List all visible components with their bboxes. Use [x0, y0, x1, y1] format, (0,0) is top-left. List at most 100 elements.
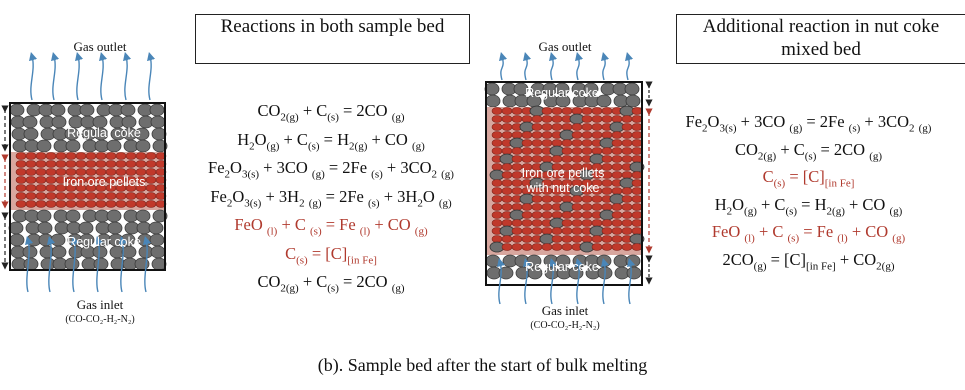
pellet-particle [601, 115, 613, 123]
pellet-particle [561, 123, 573, 131]
pellet-particle [115, 192, 127, 200]
pellet-particle [621, 203, 633, 211]
pellet-particle [581, 203, 593, 211]
pellet-particle [511, 107, 523, 115]
pellet-particle [35, 192, 47, 200]
pellet-particle [531, 147, 543, 155]
left-layer-mid-label: Iron ore pellets [62, 175, 146, 189]
pellet-particle [621, 155, 633, 163]
pellet-particle [581, 123, 593, 131]
pellet-particle [531, 243, 543, 251]
coke-particle [149, 103, 165, 117]
pellet-particle [15, 168, 27, 176]
figure-caption: (b). Sample bed after the start of bulk … [317, 355, 648, 375]
pellet-particle [621, 211, 633, 219]
pellet-particle [551, 235, 563, 243]
pellet-particle [115, 160, 127, 168]
pellet-particle [591, 195, 603, 203]
pellet-particle [591, 219, 603, 227]
pellet-particle [541, 211, 553, 219]
pellet-particle [581, 107, 593, 115]
right-layer-mid-label: Iron ore pellets with nut coke [521, 166, 605, 195]
pellet-particle [631, 171, 643, 179]
pellet-particle [511, 219, 523, 227]
pellet-particle [551, 123, 563, 131]
coke-particle [36, 139, 52, 153]
coke-particle [64, 257, 80, 271]
right-layer-bottom-label: Regular coke [525, 260, 599, 274]
pellet-particle [621, 227, 633, 235]
pellet-particle [521, 115, 533, 123]
pellet-particle [501, 107, 513, 115]
left-gas-inlet-composition: (CO-CO₂-H₂-N₂) [65, 314, 135, 325]
pellet-particle [571, 155, 583, 163]
pellet-particle [491, 115, 503, 123]
right-inlet-gas-arrow [575, 257, 584, 305]
pellet-particle [591, 203, 603, 211]
pellet-particle [491, 147, 503, 155]
pellet-particle [541, 123, 553, 131]
pellet-particle [541, 203, 553, 211]
right-outlet-gas-arrow [601, 51, 610, 81]
pellet-particle [621, 123, 633, 131]
right-outlet-gas-arrow [575, 51, 584, 81]
pellet-particle [571, 211, 583, 219]
pellet-particle [611, 227, 623, 235]
right-equation: Fe2O3(s) + 3CO (g) = 2Fe (s) + 3CO2 (g) [685, 112, 932, 135]
pellet-particle [501, 219, 513, 227]
left-layer-bottom-label: Regular coke [67, 235, 141, 249]
pellet-particle [611, 211, 623, 219]
pellet-particle [611, 139, 623, 147]
pellet-particle [145, 192, 157, 200]
pellet-particle [631, 187, 643, 195]
right-outlet-gas-arrow [499, 51, 508, 81]
pellet-particle [511, 243, 523, 251]
pellet-particle [631, 179, 643, 187]
pellet-particle [621, 139, 633, 147]
coke-particle [78, 221, 94, 235]
left-equation: CO2(g) + C(s) = 2CO (g) [257, 272, 405, 295]
pellet-particle [571, 235, 583, 243]
pellet-particle [145, 200, 157, 208]
coke-particle [37, 221, 53, 235]
right-bed-frame [485, 81, 643, 286]
right-layer-top-label: Regular coke [525, 86, 599, 100]
pellet-particle [491, 139, 503, 147]
pellet-particle [621, 243, 633, 251]
left-outlet-gas-arrow [75, 51, 84, 101]
pellet-particle [631, 115, 643, 123]
pellet-particle [631, 147, 643, 155]
coke-particle [151, 257, 167, 271]
pellet-particle [125, 160, 137, 168]
right-gas-inlet-label: Gas inlet [541, 303, 589, 318]
pellet-particle [25, 168, 37, 176]
right-equation: CO2(g) + C(s) = 2CO (g) [734, 139, 883, 162]
pellet-particle [65, 200, 77, 208]
pellet-particle [65, 160, 77, 168]
pellet-particle [55, 200, 67, 208]
pellet-particle [125, 152, 137, 160]
pellet-particle [601, 203, 613, 211]
pellet-particle [541, 243, 553, 251]
pellet-particle [571, 147, 583, 155]
pellet-particle [581, 219, 593, 227]
pellet-particle [511, 235, 523, 243]
pellet-particle [581, 139, 593, 147]
right-gas-outlet-label: Gas outlet [538, 39, 592, 54]
pellet-particle [551, 211, 563, 219]
left-equation: CO2(g) + C(s) = 2CO (g) [257, 101, 405, 124]
pellet-particle [571, 139, 583, 147]
pellet-particle [611, 147, 623, 155]
pellet-particle [531, 195, 543, 203]
pellet-particle [521, 203, 533, 211]
pellet-particle [95, 160, 107, 168]
pellet-particle [621, 147, 633, 155]
pellet-particle [531, 139, 543, 147]
pellet-particle [531, 203, 543, 211]
pellet-particle [511, 155, 523, 163]
left-bed-frame [9, 102, 166, 271]
pellet-particle [521, 211, 533, 219]
pellet-particle [631, 195, 643, 203]
right-outlet-gas-arrow [523, 51, 532, 81]
pellet-particle [15, 192, 27, 200]
